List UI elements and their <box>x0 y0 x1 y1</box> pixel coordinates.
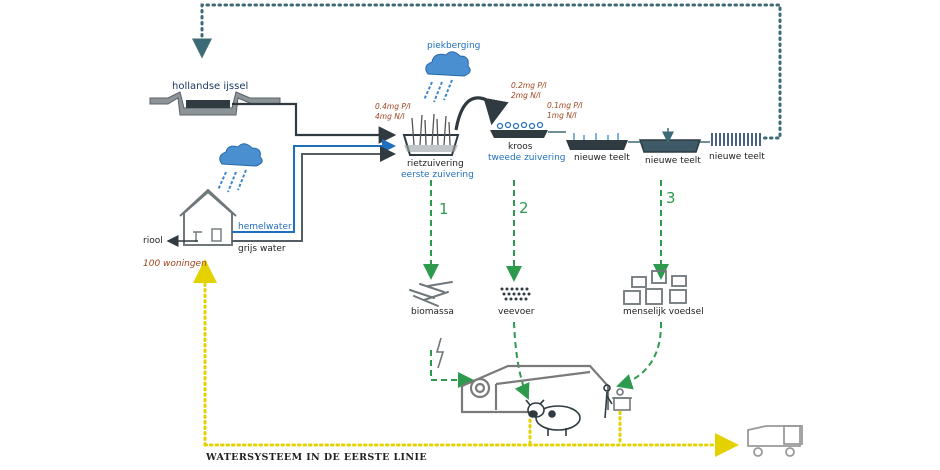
reed-to-kroos-arrow <box>454 96 509 131</box>
label-veevoer: veevoer <box>498 307 535 317</box>
truck-icon <box>747 425 803 457</box>
label-grijs-water: grijs water <box>238 244 286 254</box>
farm-barn-icon <box>460 364 610 414</box>
menselijk-voedsel-icon <box>623 270 687 305</box>
house-icon <box>179 188 237 246</box>
piekberging-cloud-icon <box>423 51 471 103</box>
label-100-woningen: 100 woningen <box>143 259 207 269</box>
cow-icon <box>525 399 581 436</box>
return-loop-line <box>200 3 782 140</box>
label-menselijk-voedsel: menselijk voedsel <box>623 307 704 317</box>
river-to-reed-line <box>232 102 397 144</box>
concentration-2-n: 2mg N/l <box>511 91 541 100</box>
concentration-3-p: 0.1mg P/l <box>547 101 583 110</box>
biomassa-icon <box>409 281 453 307</box>
concentration-1-n: 4mg N/l <box>375 112 405 121</box>
voedsel-to-man-line <box>616 321 663 390</box>
veevoer-to-cow-line <box>513 321 530 400</box>
reed-filter-icon <box>402 113 460 156</box>
nieuwe-teelt-basin-1-icon <box>566 133 628 150</box>
biomassa-to-farm-line <box>430 350 474 388</box>
label-nieuwe-teelt-1: nieuwe teelt <box>574 153 630 163</box>
step-1-number: 1 <box>439 200 449 218</box>
kroos-basin-icon <box>490 121 548 138</box>
label-nieuwe-teelt-3: nieuwe teelt <box>709 152 765 162</box>
concentration-2-p: 0.2mg P/l <box>511 81 547 90</box>
label-riool: riool <box>143 236 163 246</box>
step-3-number: 3 <box>666 189 676 207</box>
farmer-icon <box>603 384 613 419</box>
cooking-pot-icon <box>612 388 632 411</box>
label-biomassa: biomassa <box>411 307 454 317</box>
label-nieuwe-teelt-2: nieuwe teelt <box>645 156 701 166</box>
nieuwe-teelt-basin-2-icon <box>638 128 702 153</box>
yellow-loop-farm <box>528 410 622 447</box>
label-rietzuivering: rietzuivering <box>407 159 464 169</box>
concentration-3-n: 1mg N/l <box>547 111 577 120</box>
label-piekberging: piekberging <box>427 41 481 51</box>
label-hemelwater: hemelwater <box>238 222 292 232</box>
nieuwe-teelt-basin-3-icon <box>711 133 761 146</box>
veevoer-icon <box>500 287 531 301</box>
label-eerste-zuivering: eerste zuivering <box>401 170 474 180</box>
step-2-number: 2 <box>519 199 529 217</box>
diagram-title: Watersysteem in de eerste linie <box>206 452 427 463</box>
house-rain-cloud-icon <box>217 143 263 193</box>
grijs-water-line <box>232 146 396 242</box>
hemelwater-line <box>232 139 396 233</box>
label-hollandse-ijssel: hollandse ijssel <box>172 81 249 92</box>
label-kroos: kroos <box>508 142 533 152</box>
label-tweede-zuivering: tweede zuivering <box>488 153 566 163</box>
lightning-icon <box>435 337 445 369</box>
concentration-1-p: 0.4mg P/l <box>375 102 411 111</box>
